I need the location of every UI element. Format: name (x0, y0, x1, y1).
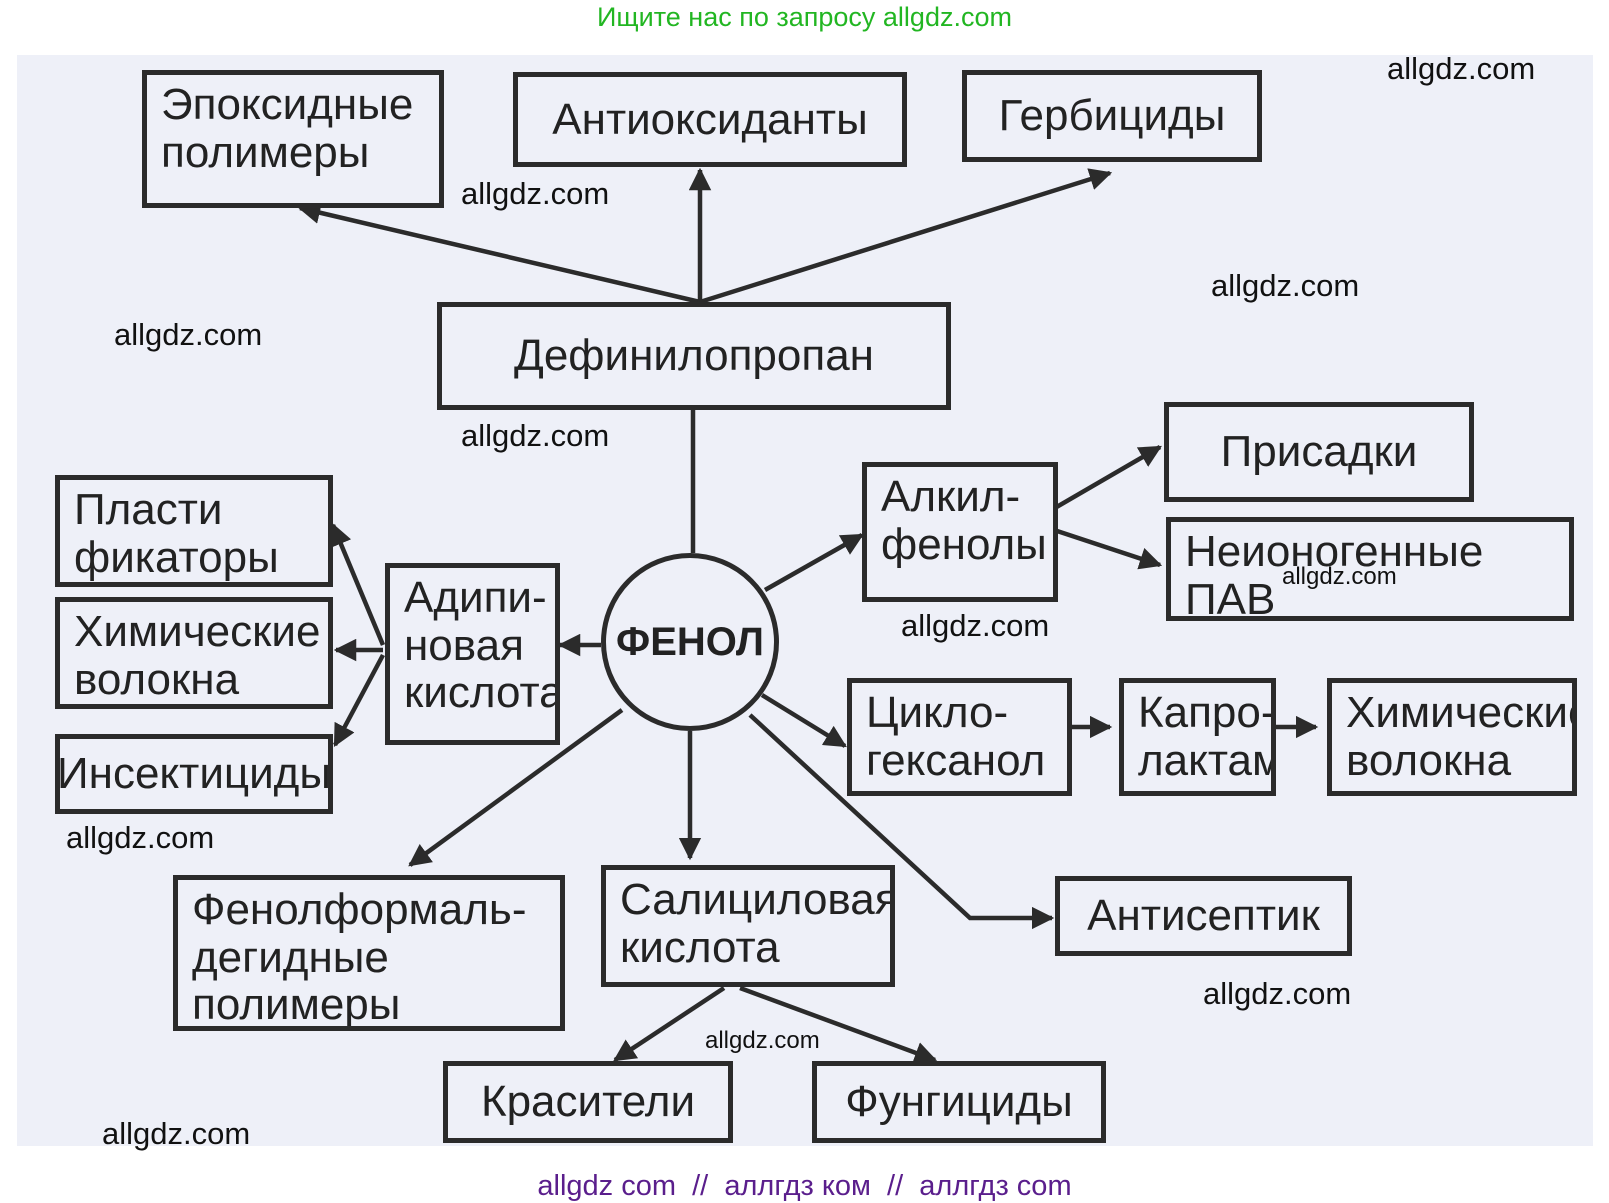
node-dyes: Красители (443, 1061, 733, 1143)
edge-adipic-plasticizers (330, 522, 386, 646)
edge-salicylic-dyes (613, 986, 726, 1062)
edge-alkylphenols-nonionic (1047, 525, 1163, 570)
node-fungicides: Фунгициды (812, 1061, 1106, 1143)
node-phenol-formaldehyde-polymers: Фенолформаль- дегидные полимеры (173, 875, 565, 1031)
watermark: allgdz.com (901, 608, 1050, 643)
edge-phenol-alkylphenols (763, 533, 864, 592)
node-antioxidants: Антиоксиданты (513, 72, 907, 167)
edge-alkylphenols-additives (1046, 445, 1162, 514)
node-additives: Присадки (1164, 402, 1474, 502)
edge-phenol-antiseptic (748, 713, 1055, 930)
node-antiseptic: Антисептик (1055, 876, 1352, 956)
edge-adipic-insecticides (333, 653, 385, 747)
node-diphenylpropane: Дефинилопропан (437, 302, 951, 410)
footer-links[interactable]: allgdz com // аллгдз ком // аллгдз com (537, 1170, 1072, 1202)
watermark: allgdz.com (114, 317, 263, 352)
watermark: allgdz.com (102, 1116, 251, 1151)
node-alkylphenols: Алкил- фенолы (862, 462, 1058, 602)
watermark: allgdz.com (461, 418, 610, 453)
node-cyclohexanol: Цикло- гексанол (847, 678, 1072, 796)
node-insecticides: Инсектициды (55, 734, 333, 814)
watermark: allgdz.com (66, 820, 215, 855)
node-caprolactam: Капро- лактам (1119, 678, 1276, 796)
edge-phenol-cyclohexanol (760, 693, 847, 748)
node-salicylic-acid: Салициловая кислота (601, 865, 895, 987)
node-chemical-fibers-left: Химические волокна (55, 597, 333, 709)
edge-diphenylpropane-herbicides (699, 168, 1113, 305)
edge-phenol-phenolformaldehyde (408, 708, 624, 867)
header-link[interactable]: Ищите нас по запросу allgdz.com (597, 2, 1012, 32)
watermark: allgdz.com (461, 176, 610, 211)
watermark: allgdz.com (1387, 51, 1536, 86)
node-plasticizers: Пласти фикаторы (55, 475, 333, 587)
node-phenol-hub: ФЕНОЛ (601, 553, 779, 731)
node-herbicides: Гербициды (962, 70, 1262, 162)
node-epoxy-polymers: Эпоксидные полимеры (142, 70, 444, 208)
node-adipic-acid: Адипи- новая кислота (385, 563, 560, 745)
watermark: allgdz.com (705, 1027, 820, 1054)
node-chemical-fibers-right: Химические волокна (1327, 678, 1577, 796)
node-nonionic-surfactants: Неионогенные ПАВ (1166, 517, 1574, 621)
watermark: allgdz.com (1203, 976, 1352, 1011)
watermark: allgdz.com (1282, 563, 1397, 590)
edge-salicylic-fungicides (739, 985, 938, 1064)
watermark: allgdz.com (1211, 268, 1360, 303)
edge-diphenylpropane-epoxy (297, 201, 701, 305)
